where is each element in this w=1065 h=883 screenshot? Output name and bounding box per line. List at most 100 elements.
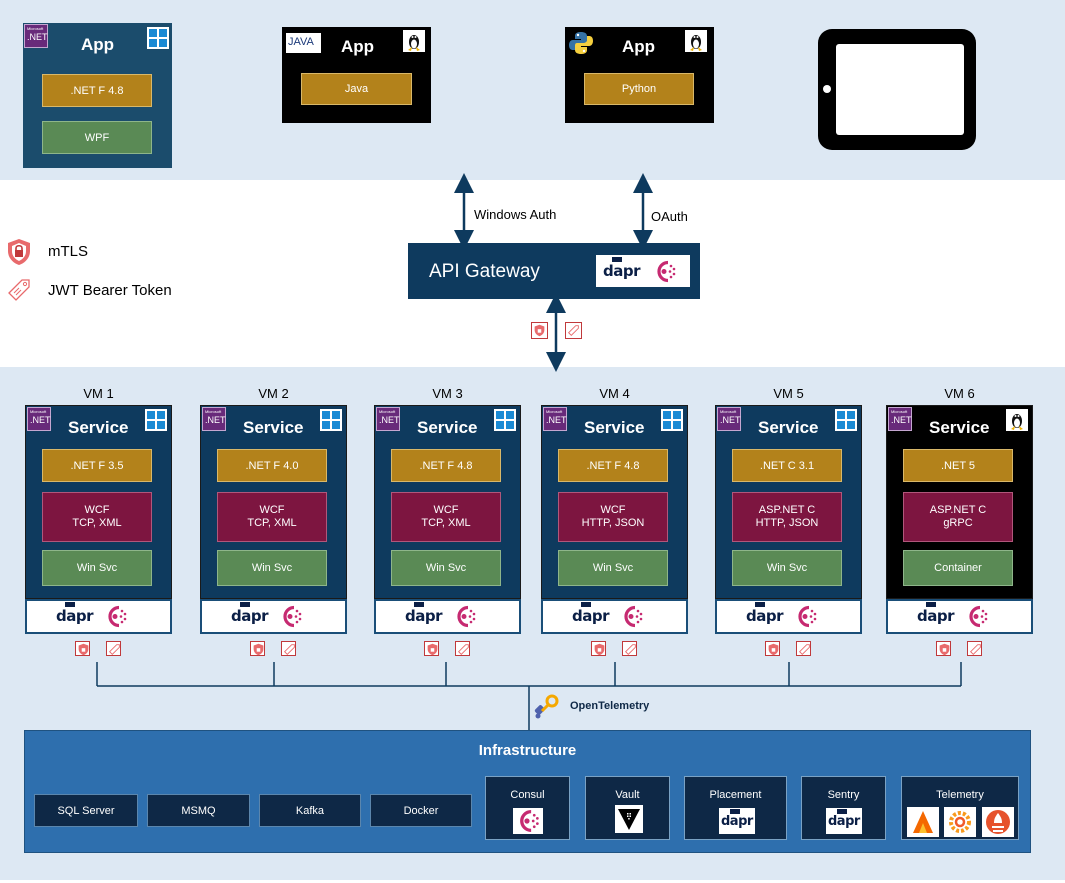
runtime-layer: .NET F 4.8 xyxy=(42,74,152,107)
consul-logo-icon xyxy=(619,604,645,634)
jwt-token-icon xyxy=(967,641,982,656)
dapr-logo-icon: dapr xyxy=(917,602,955,625)
protocol-layer: WCF HTTP, JSON xyxy=(558,492,668,542)
windows-logo-icon xyxy=(661,409,683,431)
infrastructure-title: Infrastructure xyxy=(478,742,577,759)
jwt-token-icon xyxy=(796,641,811,656)
jwt-token-icon xyxy=(8,279,30,301)
service-title: Service xyxy=(758,418,819,437)
runtime-layer: .NET F 4.8 xyxy=(391,449,501,482)
vm-label: VM 1 xyxy=(83,386,114,401)
linux-logo-icon xyxy=(403,30,425,52)
ui-layer: WPF xyxy=(42,121,152,154)
opentelemetry-label: OpenTelemetry xyxy=(570,700,650,712)
host-layer: Win Svc xyxy=(217,550,327,586)
windows-logo-icon xyxy=(835,409,857,431)
runtime-layer: .NET C 3.1 xyxy=(732,449,842,482)
host-layer: Win Svc xyxy=(558,550,668,586)
dapr-sidecar: dapr xyxy=(25,599,172,634)
runtime-layer: .NET F 4.8 xyxy=(558,449,668,482)
dapr-sidecar: dapr xyxy=(886,599,1033,634)
consul-tile: Consul xyxy=(485,776,570,840)
app-title: App xyxy=(622,37,656,56)
runtime-layer: Python xyxy=(584,73,694,105)
python-logo-icon xyxy=(569,32,593,54)
service-title: Service xyxy=(929,418,990,437)
docker-box: Docker xyxy=(370,794,472,827)
java-app-box: JAVA App Java xyxy=(282,27,431,123)
consul-logo-icon xyxy=(452,604,478,634)
app-title: App xyxy=(341,37,375,56)
service-title: Service xyxy=(68,418,129,437)
api-gateway-box: API Gateway dapr xyxy=(408,243,700,299)
runtime-layer: .NET 5 xyxy=(903,449,1013,482)
jwt-token-icon xyxy=(622,641,637,656)
opentelemetry-logo-icon xyxy=(534,694,559,719)
runtime-layer: .NET F 3.5 xyxy=(42,449,152,482)
java-logo-icon: JAVA xyxy=(286,33,321,53)
vault-logo-icon xyxy=(615,805,643,833)
runtime-layer: .NET F 4.0 xyxy=(217,449,327,482)
vm-label: VM 4 xyxy=(599,386,630,401)
kafka-box: Kafka xyxy=(259,794,361,827)
api-gateway-label: API Gateway xyxy=(429,261,540,282)
mtls-shield-icon xyxy=(8,239,30,265)
gateway-mtls-icon xyxy=(531,322,548,339)
mtls-shield-icon xyxy=(591,641,606,656)
dotnet-logo-icon: Microsoft.NET xyxy=(24,24,48,48)
dapr-sidecar: dapr xyxy=(541,599,688,634)
legend-mtls-label: mTLS xyxy=(48,243,89,260)
dapr-logo-icon: dapr xyxy=(719,808,755,834)
dotnet-logo-icon: Microsoft.NET xyxy=(888,407,912,431)
consul-logo-icon xyxy=(964,604,990,634)
jwt-token-icon xyxy=(106,641,121,656)
dapr-sidecar: dapr xyxy=(715,599,862,634)
grafana-logo-icon xyxy=(944,807,976,837)
auth-arrows xyxy=(454,173,653,372)
protocol-layer: ASP.NET C HTTP, JSON xyxy=(732,492,842,542)
gateway-sidecar: dapr xyxy=(596,255,690,287)
vm-label: VM 5 xyxy=(773,386,804,401)
msmq-box: MSMQ xyxy=(147,794,250,827)
dotnet-logo-icon: Microsoft.NET xyxy=(202,407,226,431)
protocol-layer: WCF TCP, XML xyxy=(217,492,327,542)
dapr-logo-icon: dapr xyxy=(746,602,784,625)
windows-logo-icon xyxy=(145,409,167,431)
service-title: Service xyxy=(243,418,304,437)
windows-auth-label: Windows Auth xyxy=(474,207,557,222)
placement-tile: Placement dapr xyxy=(684,776,787,840)
linux-logo-icon xyxy=(685,30,707,52)
dotnet-logo-icon: Microsoft.NET xyxy=(27,407,51,431)
windows-logo-icon xyxy=(494,409,516,431)
consul-logo-icon xyxy=(278,604,304,634)
python-app-box: App Python xyxy=(565,27,714,123)
vm-service-box: Microsoft.NET Service .NET 5 ASP.NET C gRPC… xyxy=(886,405,1033,599)
prometheus-logo-icon xyxy=(982,807,1014,837)
dapr-logo-icon: dapr xyxy=(405,602,443,625)
dapr-logo-icon: dapr xyxy=(826,808,862,834)
sql-server-box: SQL Server xyxy=(34,794,138,827)
dapr-logo-icon: dapr xyxy=(231,602,269,625)
infrastructure-box: Infrastructure SQL Server MSMQ Kafka Doc… xyxy=(24,730,1031,853)
windows-logo-icon xyxy=(320,409,342,431)
vm-label: VM 6 xyxy=(944,386,975,401)
dotnet-logo-icon: Microsoft.NET xyxy=(717,407,741,431)
runtime-layer: Java xyxy=(301,73,412,105)
gateway-jwt-icon xyxy=(565,322,582,339)
mtls-shield-icon xyxy=(250,641,265,656)
sentry-tile: Sentry dapr xyxy=(801,776,886,840)
vm-label: VM 3 xyxy=(432,386,463,401)
loki-logo-icon xyxy=(907,807,939,837)
consul-logo-icon xyxy=(657,260,676,283)
protocol-layer: ASP.NET C gRPC xyxy=(903,492,1013,542)
dapr-logo-icon: dapr xyxy=(572,602,610,625)
host-layer: Container xyxy=(903,550,1013,586)
mtls-shield-icon xyxy=(75,641,90,656)
dotnet-logo-icon: Microsoft.NET xyxy=(376,407,400,431)
